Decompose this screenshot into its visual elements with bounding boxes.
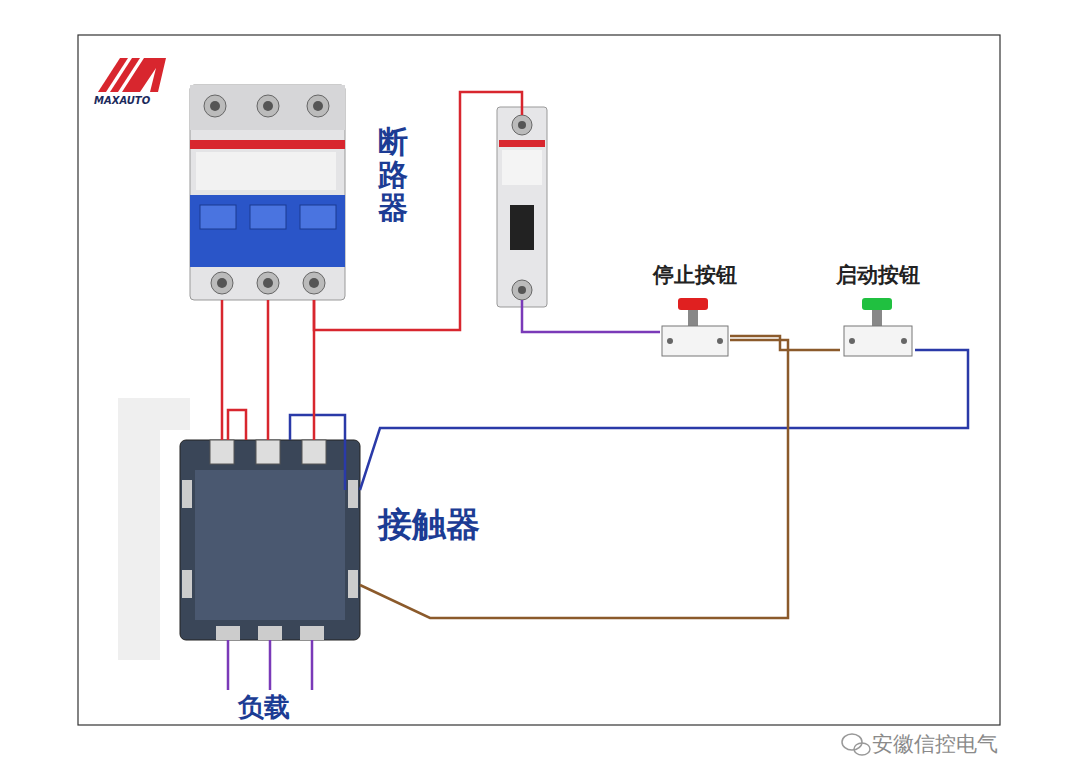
node-label: 接触器 xyxy=(378,502,480,548)
main-power-wire xyxy=(222,300,314,440)
stop-button xyxy=(662,298,728,356)
contactor xyxy=(180,440,360,640)
button-link-wire xyxy=(730,336,840,350)
wire-segment xyxy=(360,340,788,618)
logo-mark xyxy=(98,58,166,92)
wire-segment xyxy=(314,92,522,330)
wire-segment xyxy=(360,350,968,490)
jumper-wire xyxy=(290,415,345,490)
node-label: 停止按钮 xyxy=(653,261,737,289)
contactor-node: 接触器 xyxy=(180,440,360,640)
node-label: 启动按钮 xyxy=(836,261,920,289)
wire-segment xyxy=(222,300,314,440)
start-button xyxy=(844,298,912,356)
start-coil-wire xyxy=(360,350,968,490)
background-shape xyxy=(118,398,190,660)
wire-segment xyxy=(730,336,840,350)
node-label: 断路器 xyxy=(378,125,408,224)
load-wire xyxy=(228,640,312,690)
hold-contact-wire xyxy=(360,340,788,618)
wire-segment xyxy=(522,300,660,332)
frame xyxy=(78,35,1000,725)
jumper-wire xyxy=(228,410,246,440)
three-pole-breaker xyxy=(190,85,345,300)
control-supply-wire xyxy=(314,92,660,332)
logo-text: MAXAUTO xyxy=(94,95,150,106)
single-pole-breaker xyxy=(497,107,547,307)
stop-button-node: 停止按钮 xyxy=(660,295,730,360)
watermark: 安徽信控电气 xyxy=(872,730,998,758)
breaker-node: 断路器 xyxy=(190,85,345,300)
start-button-node: 启动按钮 xyxy=(840,295,915,360)
load-label: 负载 xyxy=(238,690,290,725)
wechat-icon xyxy=(842,734,870,755)
